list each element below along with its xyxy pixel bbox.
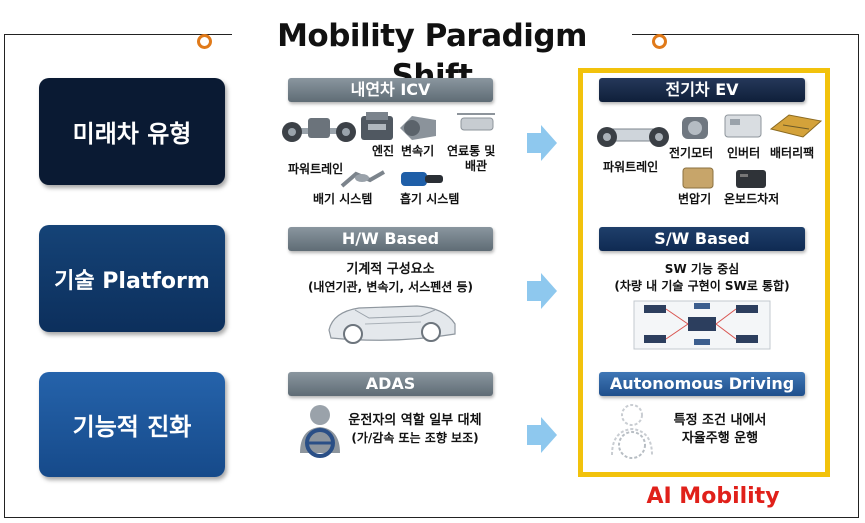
- adas-header: ADAS: [288, 372, 493, 396]
- ad-line-1: 특정 조건 내에서: [673, 413, 767, 428]
- arrow-icon: [527, 125, 557, 161]
- ev-label-powertrain: 파워트레인: [603, 160, 659, 174]
- icv-label-intake: 흡기 시스템: [400, 192, 460, 206]
- sw-architecture-diagram: [633, 300, 771, 350]
- icv-label-transmission: 변속기: [401, 144, 435, 158]
- title-bar: Mobility Paradigm Shift: [0, 6, 865, 94]
- powertrain-illustration: [282, 118, 356, 142]
- autonomous-driver-icon: [611, 404, 653, 459]
- intake-illustration: [401, 172, 443, 186]
- ev-powertrain-illustration: [597, 127, 669, 147]
- title-right-dot: [652, 34, 667, 49]
- ai-mobility-label: AI Mobility: [646, 484, 780, 509]
- adas-line-2: (가/감속 또는 조향 보조): [351, 431, 479, 445]
- arrow-icon: [527, 273, 557, 309]
- row-label-vehicle-type: 미래차 유형: [39, 78, 225, 185]
- ev-label-charger: 온보드차저: [724, 192, 780, 206]
- adas-line-1: 운전자의 역할 일부 대체: [348, 413, 482, 428]
- icv-label-fuel-line-1: 연료통 및: [447, 144, 496, 158]
- hw-header: H/W Based: [288, 227, 493, 251]
- icv-label-exhaust: 배기 시스템: [313, 192, 373, 206]
- icv-label-powertrain: 파워트레인: [288, 162, 344, 176]
- arrow-icon: [527, 417, 557, 453]
- row-label-functional-evolution: 기능적 진화: [39, 372, 225, 477]
- battery-pack-illustration: [769, 114, 823, 138]
- page-title: Mobility Paradigm Shift: [232, 16, 632, 94]
- onboard-charger-illustration: [736, 170, 766, 188]
- exhaust-illustration: [340, 170, 385, 188]
- engine-illustration: [361, 112, 393, 140]
- transformer-illustration: [682, 167, 714, 189]
- electric-motor-illustration: [682, 117, 708, 139]
- ev-label-inverter: 인버터: [727, 146, 761, 160]
- autonomous-driving-header: Autonomous Driving: [599, 372, 805, 396]
- icv-label-fuel-line-2: 배관: [465, 159, 488, 173]
- icv-label-engine: 엔진: [372, 144, 395, 158]
- hw-line-1: 기계적 구성요소: [346, 262, 435, 277]
- car-chassis-illustration: [328, 305, 456, 344]
- hw-line-2: (내연기관, 변속기, 서스펜션 등): [307, 280, 474, 294]
- icv-header: 내연차 ICV: [288, 78, 493, 102]
- fuel-line-illustration: [457, 113, 495, 131]
- ev-label-transformer: 변압기: [678, 192, 712, 206]
- driver-icon: [300, 405, 340, 458]
- ev-header: 전기차 EV: [599, 78, 805, 102]
- ev-label-battery: 배터리팩: [770, 146, 815, 160]
- sw-header: S/W Based: [599, 227, 805, 251]
- ad-line-2: 자율주행 운행: [681, 431, 759, 446]
- sw-line-2: (차량 내 기술 구현이 SW로 통합): [614, 279, 790, 293]
- inverter-illustration: [724, 114, 762, 138]
- ai-mobility-box: [578, 68, 830, 477]
- row-label-tech-platform: 기술 Platform: [39, 225, 225, 332]
- sw-line-1: SW 기능 중심: [664, 262, 740, 276]
- transmission-illustration: [400, 116, 436, 140]
- title-left-dot: [197, 34, 212, 49]
- ev-label-motor: 전기모터: [669, 146, 714, 160]
